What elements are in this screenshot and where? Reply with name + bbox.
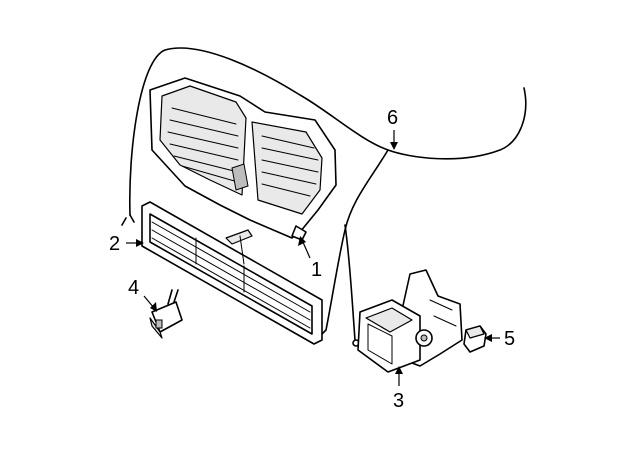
callout-3: 3 bbox=[393, 390, 404, 412]
callout-1: 1 bbox=[311, 259, 322, 281]
connector-part-4 bbox=[149, 289, 183, 339]
callout-6: 6 bbox=[387, 107, 398, 129]
left-louvers bbox=[167, 107, 239, 183]
callout-4: 4 bbox=[128, 277, 139, 299]
actuator-part-3 bbox=[357, 269, 463, 373]
lower-louvers bbox=[151, 221, 311, 329]
cable-harness-part-6 bbox=[121, 47, 527, 347]
shutter-housing-part-1 bbox=[149, 77, 337, 241]
callout-5: 5 bbox=[504, 328, 515, 350]
callout-2: 2 bbox=[109, 233, 120, 255]
clip-part-5 bbox=[463, 325, 487, 353]
callout-leaders bbox=[126, 130, 500, 386]
lower-shutter-part-2 bbox=[141, 201, 323, 345]
right-louvers bbox=[261, 135, 319, 197]
